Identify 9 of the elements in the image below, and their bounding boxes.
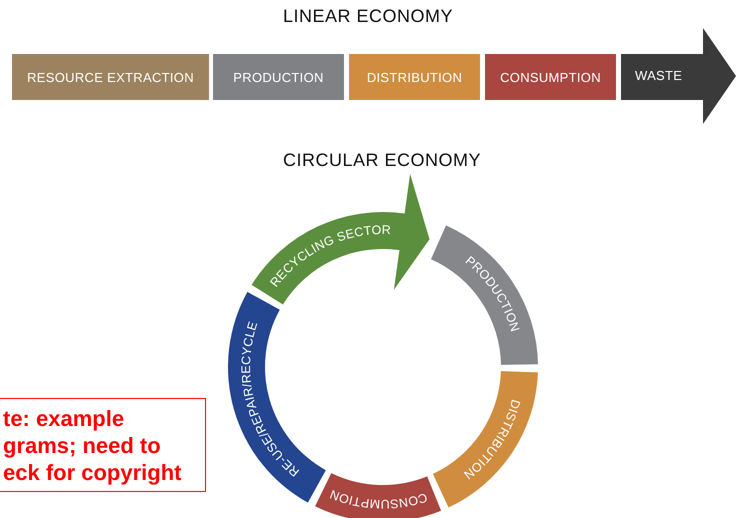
stage-box: CONSUMPTION xyxy=(485,54,616,100)
stage-label: WASTE xyxy=(635,68,682,83)
section-heading: LINEAR ECONOMY xyxy=(283,6,454,27)
stage-box: DISTRIBUTION xyxy=(349,54,480,100)
section-heading: CIRCULAR ECONOMY xyxy=(283,150,482,171)
note-box: te: example grams; need to eck for copyright xyxy=(0,398,206,492)
segment-label: CONSUMPTION xyxy=(328,486,429,511)
stage-box: PRODUCTION xyxy=(213,54,344,100)
stage-box: RESOURCE EXTRACTION xyxy=(12,54,209,100)
